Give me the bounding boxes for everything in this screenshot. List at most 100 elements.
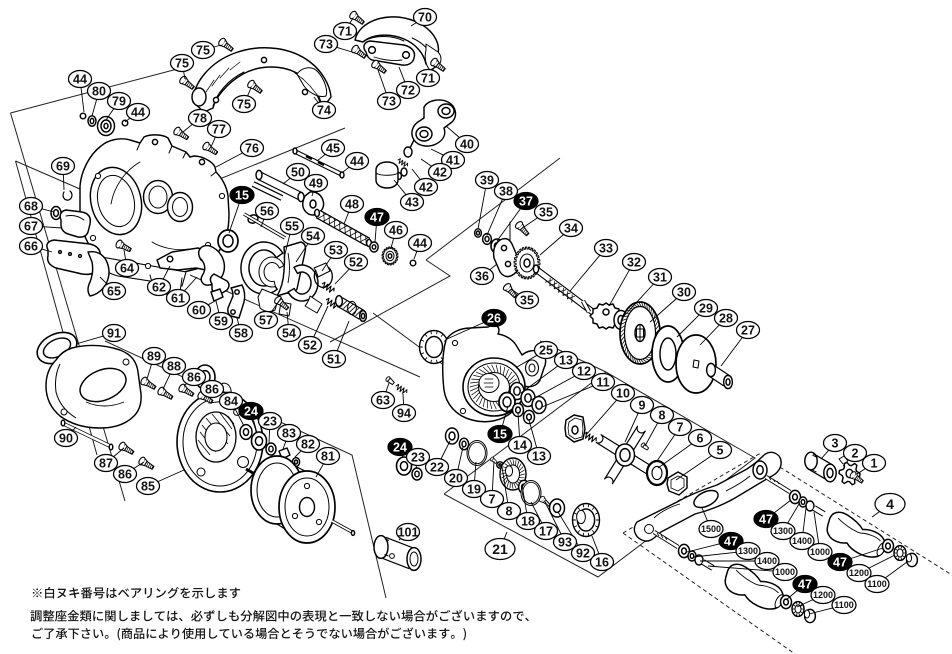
balloon-89: 89 xyxy=(141,346,167,366)
balloon-33: 33 xyxy=(593,238,619,258)
svg-text:1000: 1000 xyxy=(775,567,795,577)
part-drive-cylinder xyxy=(373,534,422,572)
leader-32 xyxy=(608,269,630,307)
svg-text:46: 46 xyxy=(389,223,403,237)
part-worm-group xyxy=(240,147,417,317)
leader-88 xyxy=(162,373,171,390)
svg-text:64: 64 xyxy=(120,261,134,275)
leader-54 xyxy=(286,311,289,325)
leader-85 xyxy=(157,469,185,483)
balloon-16: 16 xyxy=(589,552,615,572)
svg-text:38: 38 xyxy=(499,184,513,198)
leader-44 xyxy=(124,117,131,123)
svg-text:3: 3 xyxy=(832,436,839,450)
svg-text:37: 37 xyxy=(519,194,533,208)
balloon-49: 49 xyxy=(303,173,329,193)
balloon-14: 14 xyxy=(507,435,533,455)
svg-text:44: 44 xyxy=(131,105,145,119)
svg-text:39: 39 xyxy=(480,173,494,187)
leader-47 xyxy=(773,499,792,514)
leader-7 xyxy=(656,434,676,462)
leader-50 xyxy=(282,177,291,185)
leader-15 xyxy=(228,203,240,234)
leader-51 xyxy=(336,320,350,351)
balloon-1300: 1300 xyxy=(735,541,761,561)
balloon-7: 7 xyxy=(479,489,505,509)
svg-text:59: 59 xyxy=(214,314,228,328)
balloon-42: 42 xyxy=(413,177,439,197)
leader-29 xyxy=(676,314,700,338)
part-spool-shaft-train xyxy=(444,427,601,538)
svg-text:5: 5 xyxy=(717,443,724,457)
balloon-83: 83 xyxy=(276,423,302,443)
svg-text:6: 6 xyxy=(697,431,704,445)
balloon-38: 38 xyxy=(493,181,519,201)
leader-70 xyxy=(410,22,417,27)
leader-20 xyxy=(457,446,464,470)
leader-21 xyxy=(503,531,508,540)
svg-text:34: 34 xyxy=(564,221,578,235)
leader-36 xyxy=(489,263,498,271)
part-clutch-drum xyxy=(499,457,527,491)
leader-12 xyxy=(530,375,576,401)
svg-text:61: 61 xyxy=(171,291,185,305)
svg-text:65: 65 xyxy=(107,284,121,298)
balloon-3: 3 xyxy=(822,433,848,453)
svg-text:2: 2 xyxy=(852,446,859,460)
balloon-15: 15 xyxy=(229,185,255,205)
balloon-1100: 1100 xyxy=(831,595,857,615)
svg-text:24: 24 xyxy=(393,440,407,454)
svg-text:8: 8 xyxy=(659,408,666,422)
balloon-73: 73 xyxy=(376,91,402,111)
leader-1100 xyxy=(808,607,833,615)
balloon-20: 20 xyxy=(443,468,469,488)
balloon-13: 13 xyxy=(526,446,552,466)
balloon-47: 47 xyxy=(827,552,853,572)
svg-text:44: 44 xyxy=(73,72,87,86)
leader-65 xyxy=(99,276,108,285)
balloon-23: 23 xyxy=(405,447,431,467)
balloon-59: 59 xyxy=(208,311,234,331)
leader-63 xyxy=(385,382,390,392)
leader-26 xyxy=(446,322,485,340)
balloon-71: 71 xyxy=(332,21,358,41)
svg-text:25: 25 xyxy=(539,343,553,357)
svg-text:75: 75 xyxy=(175,56,189,70)
leader-18 xyxy=(521,484,528,513)
leader-68 xyxy=(41,208,55,213)
leader-35 xyxy=(523,217,538,228)
balloon-87: 87 xyxy=(93,453,119,473)
balloon-44: 44 xyxy=(67,69,93,89)
leader-7 xyxy=(491,460,495,491)
svg-text:43: 43 xyxy=(405,195,419,209)
balloon-15: 15 xyxy=(487,424,513,444)
balloon-52: 52 xyxy=(343,252,369,272)
svg-text:47: 47 xyxy=(833,555,847,569)
part-drag-stack xyxy=(498,381,688,496)
balloon-1400: 1400 xyxy=(754,551,780,571)
balloon-86: 86 xyxy=(199,379,225,399)
svg-text:44: 44 xyxy=(413,236,427,250)
balloon-21: 21 xyxy=(484,537,516,561)
balloon-32: 32 xyxy=(621,252,647,272)
balloon-8: 8 xyxy=(649,405,675,425)
leader-1000 xyxy=(707,565,774,572)
balloon-61: 61 xyxy=(165,288,191,308)
svg-text:76: 76 xyxy=(245,141,259,155)
svg-text:1200: 1200 xyxy=(849,568,869,578)
balloon-58: 58 xyxy=(228,323,254,343)
balloon-51: 51 xyxy=(321,349,347,369)
part-spider xyxy=(595,425,655,485)
svg-text:77: 77 xyxy=(212,122,226,136)
balloon-86: 86 xyxy=(181,367,207,387)
svg-text:89: 89 xyxy=(147,349,161,363)
svg-text:54: 54 xyxy=(306,229,320,243)
leader-39 xyxy=(477,188,486,230)
leader-75 xyxy=(247,87,252,97)
leader-10 xyxy=(585,399,618,436)
leader-49 xyxy=(311,191,314,197)
balloon-1200: 1200 xyxy=(810,585,836,605)
svg-text:44: 44 xyxy=(350,154,364,168)
balloon-8: 8 xyxy=(496,501,522,521)
svg-text:32: 32 xyxy=(627,255,641,269)
